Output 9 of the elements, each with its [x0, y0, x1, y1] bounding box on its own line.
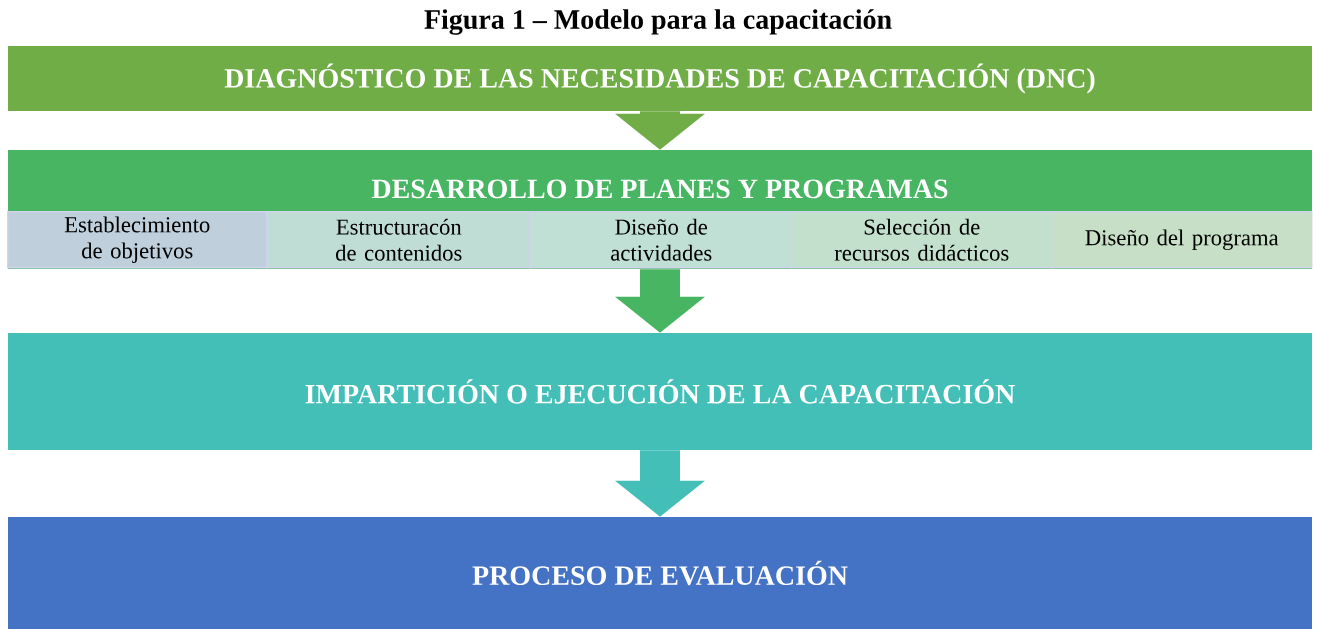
sub-step-cell: Establecimiento de objetivos — [7, 211, 268, 269]
stage-band: DIAGNÓSTICO DE LAS NECESIDADES DE CAPACITACIÓN (DNC) — [8, 46, 1312, 111]
stage-band: IMPARTICIÓN O EJECUCIÓN DE LA CAPACITACIÓN — [8, 333, 1312, 450]
sub-step-cell: Diseño de actividades — [530, 211, 793, 269]
sub-step-cell: Selección de recursos didácticos — [791, 211, 1053, 269]
figure-title: Figura 1 – Modelo para la capacitación — [424, 9, 892, 35]
stage-band: PROCESO DE EVALUACIÓN — [8, 517, 1312, 629]
sub-step-cell: Estructuracón de contenidos — [266, 211, 532, 269]
sub-step-cell: Diseño del programa — [1051, 211, 1313, 269]
